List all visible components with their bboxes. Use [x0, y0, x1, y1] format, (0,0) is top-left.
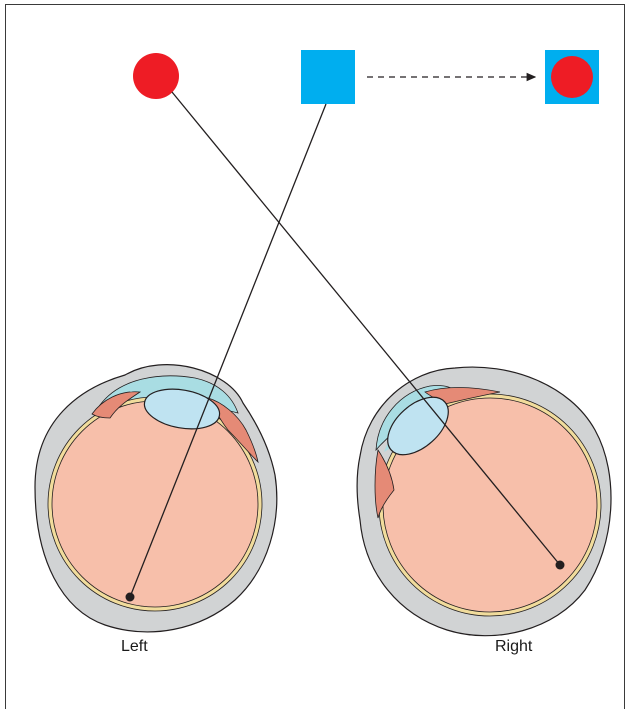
perceived-red-circle: [551, 56, 593, 98]
left-eye-vitreous: [51, 400, 259, 608]
left-retina-point: [125, 592, 135, 602]
right-eye-label: Right: [495, 638, 533, 655]
right-eye: [356, 366, 612, 637]
ray-red-to-right-retina: [171, 91, 561, 566]
figure-frame: [5, 4, 625, 709]
perceived-image: [545, 50, 599, 104]
right-eye-iris-bottom: [374, 448, 395, 519]
left-eye: [34, 364, 278, 633]
red-circle-target: [133, 53, 179, 99]
right-eye-lens: [387, 396, 449, 456]
right-retina-point: [555, 560, 565, 570]
left-eye-label: Left: [121, 638, 148, 655]
left-eye-iris-right: [207, 397, 259, 464]
left-eye-iris-left: [91, 391, 142, 419]
left-eye-aqueous: [130, 380, 212, 392]
ray-blue-to-left-retina: [129, 103, 327, 598]
blue-square-target: [301, 50, 355, 104]
